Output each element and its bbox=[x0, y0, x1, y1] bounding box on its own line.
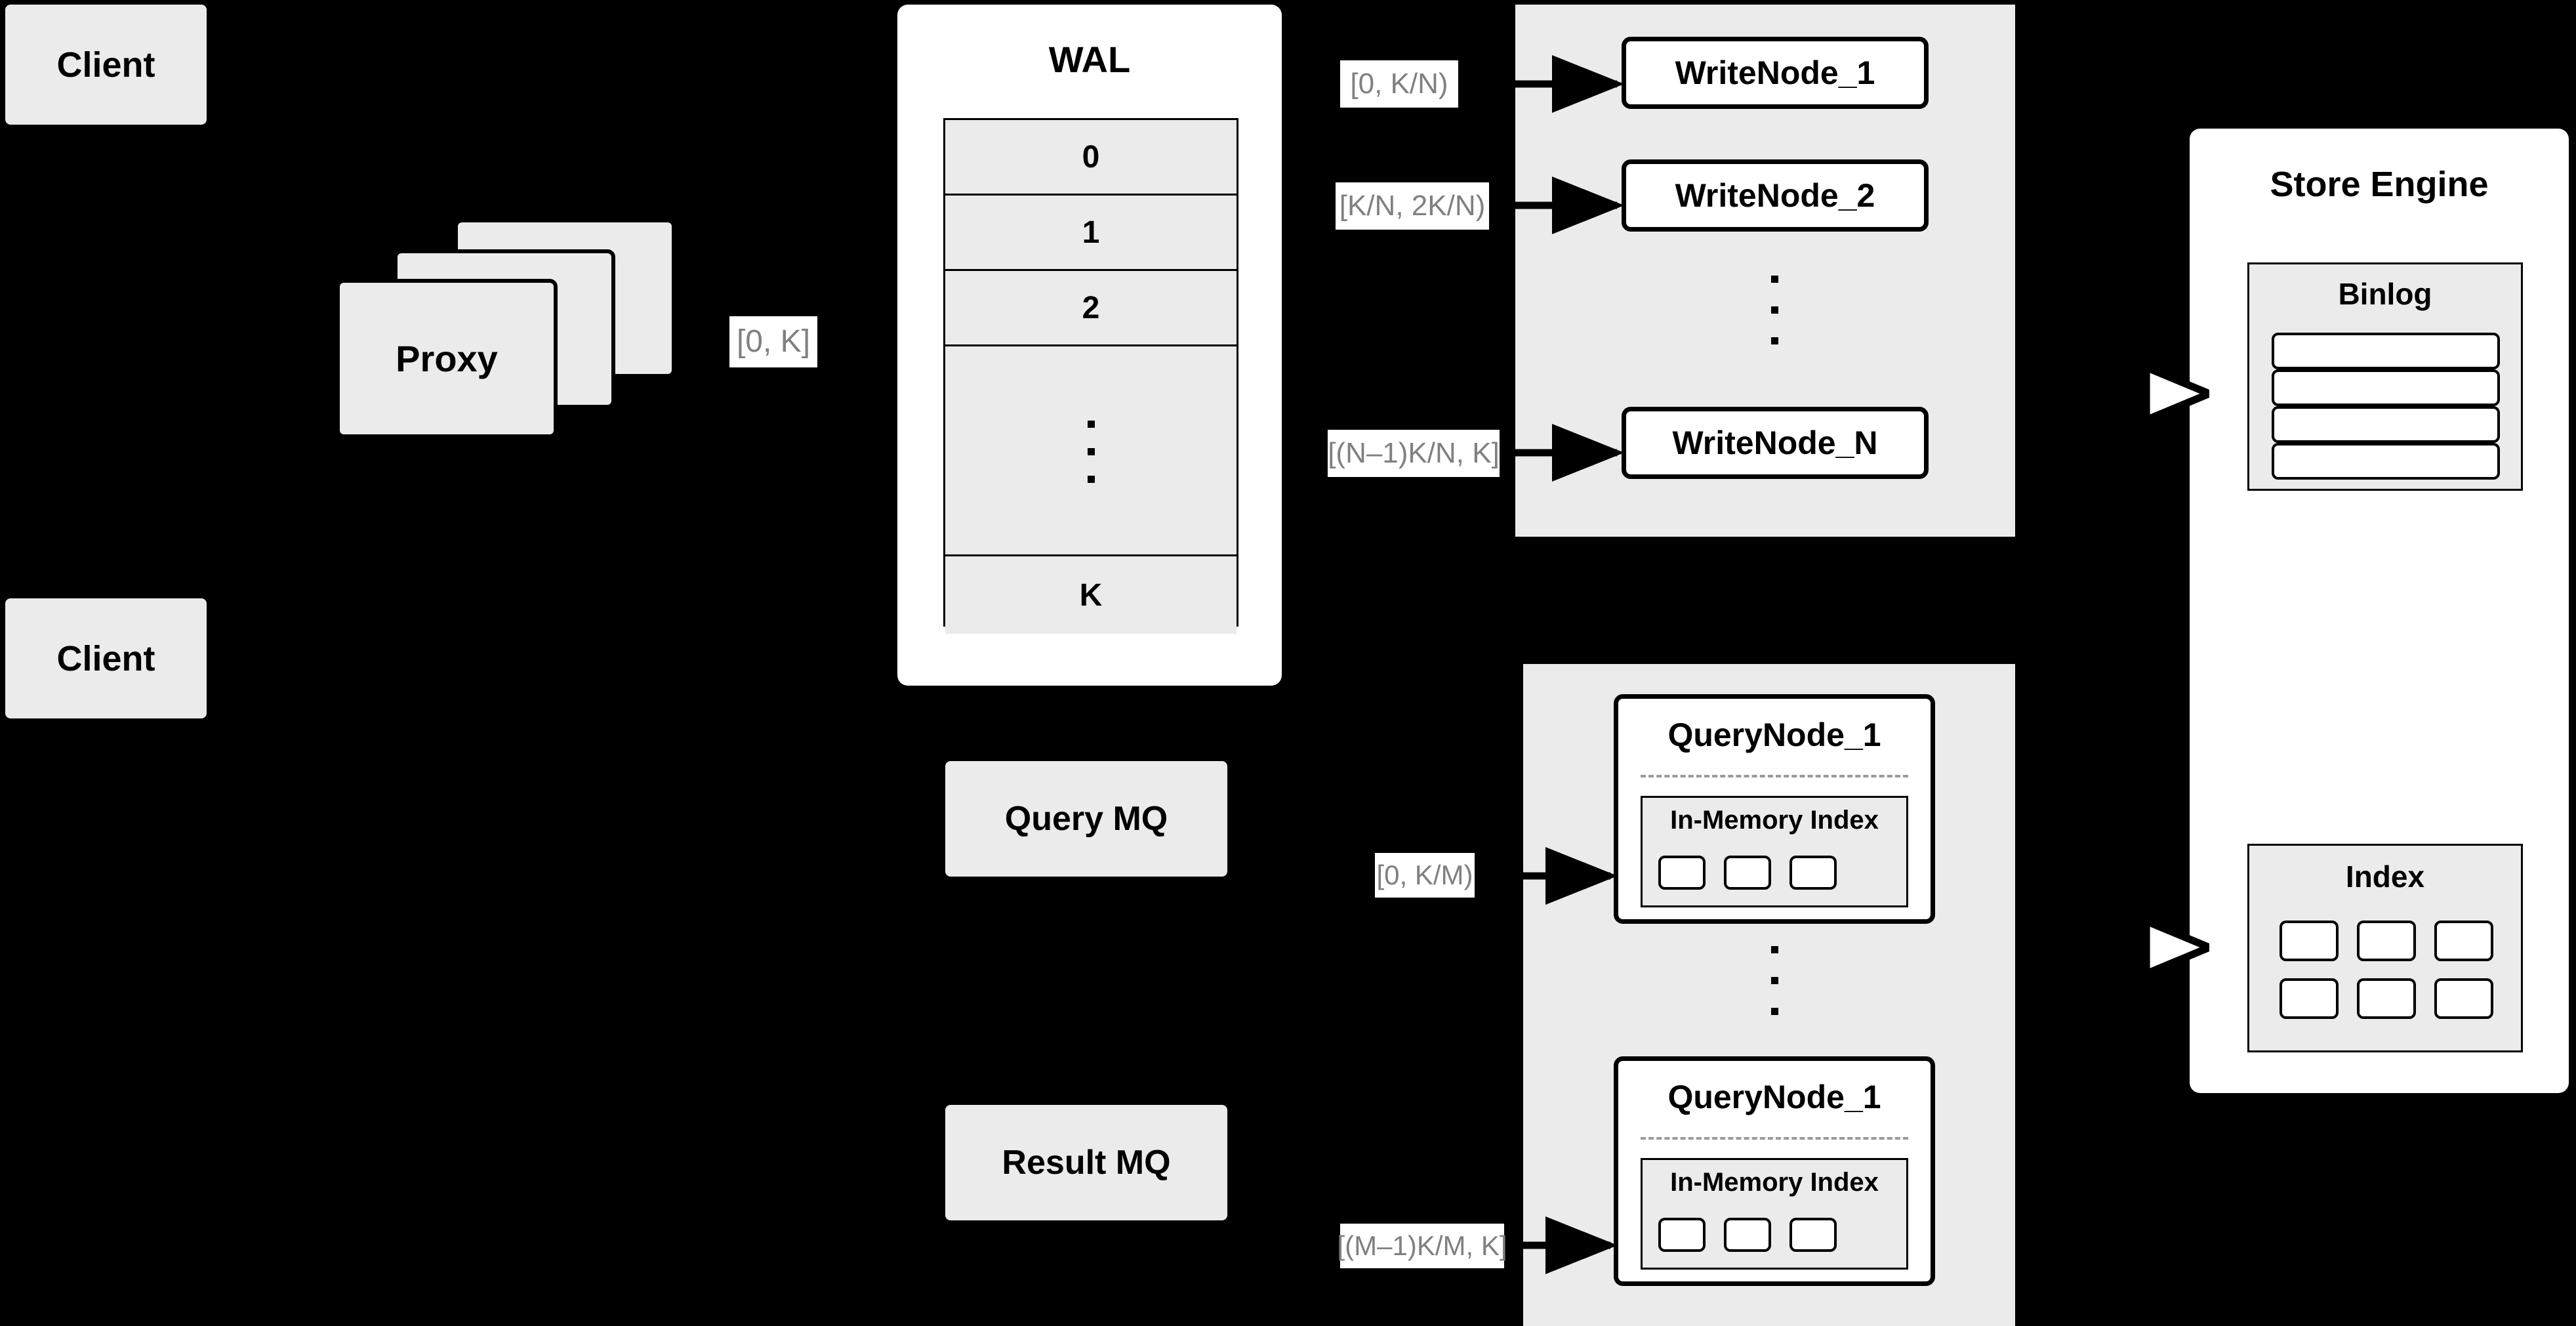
query-node-2-inmemory-index-title: In-Memory Index bbox=[1643, 1168, 1906, 1197]
query-node-1-label: QueryNode_1 bbox=[1618, 716, 1931, 754]
query-node-1[interactable]: QueryNode_1 In-Memory Index bbox=[1614, 694, 1935, 924]
client-node-2-label: Client bbox=[56, 638, 155, 678]
store-engine-title: Store Engine bbox=[2190, 164, 2569, 205]
query-mq-label: Query MQ bbox=[1004, 800, 1168, 838]
query-node-2-inmemory-index-title-text: In-Memory Index bbox=[1670, 1168, 1879, 1197]
query-node-1-inmemory-index: In-Memory Index bbox=[1641, 796, 1908, 907]
index-slot bbox=[1724, 856, 1771, 890]
query-node-2-label: QueryNode_1 bbox=[1618, 1078, 1931, 1116]
write-group-vertical-ellipsis-icon bbox=[1771, 276, 1778, 344]
wal-entry-row: 0 bbox=[945, 120, 1237, 196]
write-node-2[interactable]: WriteNode_2 bbox=[1622, 159, 1929, 232]
client-node-2[interactable]: Client bbox=[5, 598, 207, 718]
query-node-2-divider bbox=[1641, 1137, 1908, 1140]
client-node-1-label: Client bbox=[56, 45, 155, 85]
query-node-2-inmemory-index: In-Memory Index bbox=[1641, 1158, 1908, 1270]
index-slot bbox=[1724, 1218, 1771, 1252]
result-mq-label: Result MQ bbox=[1002, 1144, 1171, 1182]
wal-entry-label: 0 bbox=[1082, 139, 1100, 175]
edge-label-proxy-to-wal-text: [0, K] bbox=[736, 324, 811, 359]
index-panel: Index bbox=[2247, 844, 2523, 1052]
edge-label-wal-to-write-node-1: [0, K/N) bbox=[1340, 60, 1458, 108]
write-node-1[interactable]: WriteNode_1 bbox=[1622, 37, 1929, 109]
proxy-label: Proxy bbox=[396, 338, 498, 379]
edge-label-mq-to-query-node-1: [0, K/M) bbox=[1375, 853, 1475, 898]
index-slot bbox=[1789, 1218, 1837, 1252]
wal-entry-label: 1 bbox=[1082, 215, 1100, 250]
binlog-title-text: Binlog bbox=[2338, 277, 2432, 311]
wal-entry-row: K bbox=[945, 556, 1237, 634]
wal-vertical-ellipsis-icon bbox=[1088, 421, 1095, 483]
wal-entry-label: 2 bbox=[1082, 290, 1100, 325]
wal-title: WAL bbox=[897, 38, 1282, 81]
query-group-vertical-ellipsis-icon bbox=[1771, 946, 1778, 1015]
store-engine-title-text: Store Engine bbox=[2270, 165, 2489, 204]
wal-entry-label: K bbox=[1079, 577, 1103, 613]
edge-label-wal-to-write-node-n: [(N–1)K/N, K] bbox=[1328, 430, 1500, 477]
edge-label-wal-to-write-node-n-text: [(N–1)K/N, K] bbox=[1328, 437, 1500, 469]
wal-entry-row: 1 bbox=[945, 196, 1237, 271]
edge-label-mq-to-query-node-1-text: [0, K/M) bbox=[1376, 860, 1473, 890]
index-title: Index bbox=[2249, 859, 2521, 894]
index-slot bbox=[2280, 921, 2339, 961]
index-slot bbox=[2434, 921, 2493, 961]
query-node-2-label-text: QueryNode_1 bbox=[1667, 1079, 1881, 1115]
index-slot bbox=[1658, 1218, 1706, 1252]
wal-entry-row-ellipsis bbox=[945, 346, 1237, 556]
wal-entry-row: 2 bbox=[945, 271, 1237, 346]
edge-label-mq-to-query-node-m-text: [(M–1)K/M, K] bbox=[1337, 1230, 1507, 1261]
binlog-row bbox=[2272, 369, 2500, 406]
query-node-1-inmemory-index-title-text: In-Memory Index bbox=[1670, 806, 1879, 835]
binlog-row bbox=[2272, 333, 2500, 369]
edge-label-wal-to-write-node-2: [K/N, 2K/N) bbox=[1336, 182, 1489, 230]
result-mq-node[interactable]: Result MQ bbox=[945, 1105, 1227, 1220]
index-slot bbox=[1658, 856, 1706, 890]
edge-label-proxy-to-wal: [0, K] bbox=[729, 316, 817, 367]
index-slot bbox=[2434, 978, 2493, 1019]
client-node-1[interactable]: Client bbox=[5, 5, 207, 125]
query-node-1-divider bbox=[1641, 775, 1908, 777]
write-node-1-label: WriteNode_1 bbox=[1675, 54, 1875, 91]
index-slot bbox=[1789, 856, 1837, 890]
binlog-panel: Binlog bbox=[2247, 262, 2523, 491]
query-node-1-inmemory-index-title: In-Memory Index bbox=[1643, 806, 1906, 835]
wal-title-text: WAL bbox=[1048, 39, 1131, 80]
write-node-n-label: WriteNode_N bbox=[1672, 425, 1878, 461]
edge-label-wal-to-write-node-2-text: [K/N, 2K/N) bbox=[1339, 190, 1486, 222]
index-slot bbox=[2357, 978, 2416, 1019]
binlog-title: Binlog bbox=[2249, 276, 2521, 312]
binlog-row bbox=[2272, 406, 2500, 443]
index-title-text: Index bbox=[2345, 860, 2425, 894]
edge-label-wal-to-write-node-1-text: [0, K/N) bbox=[1350, 68, 1448, 100]
edge-label-mq-to-query-node-m: [(M–1)K/M, K] bbox=[1337, 1224, 1507, 1268]
index-slot bbox=[2357, 921, 2416, 961]
binlog-row bbox=[2272, 443, 2500, 480]
write-node-n[interactable]: WriteNode_N bbox=[1622, 407, 1929, 479]
query-node-2[interactable]: QueryNode_1 In-Memory Index bbox=[1614, 1056, 1935, 1286]
proxy-node[interactable]: Proxy bbox=[336, 279, 558, 438]
index-slot bbox=[2280, 978, 2339, 1019]
query-mq-node[interactable]: Query MQ bbox=[945, 761, 1227, 877]
query-node-1-label-text: QueryNode_1 bbox=[1667, 716, 1881, 753]
write-node-2-label: WriteNode_2 bbox=[1675, 177, 1875, 214]
wal-entry-table: 0 1 2 K bbox=[943, 118, 1238, 634]
